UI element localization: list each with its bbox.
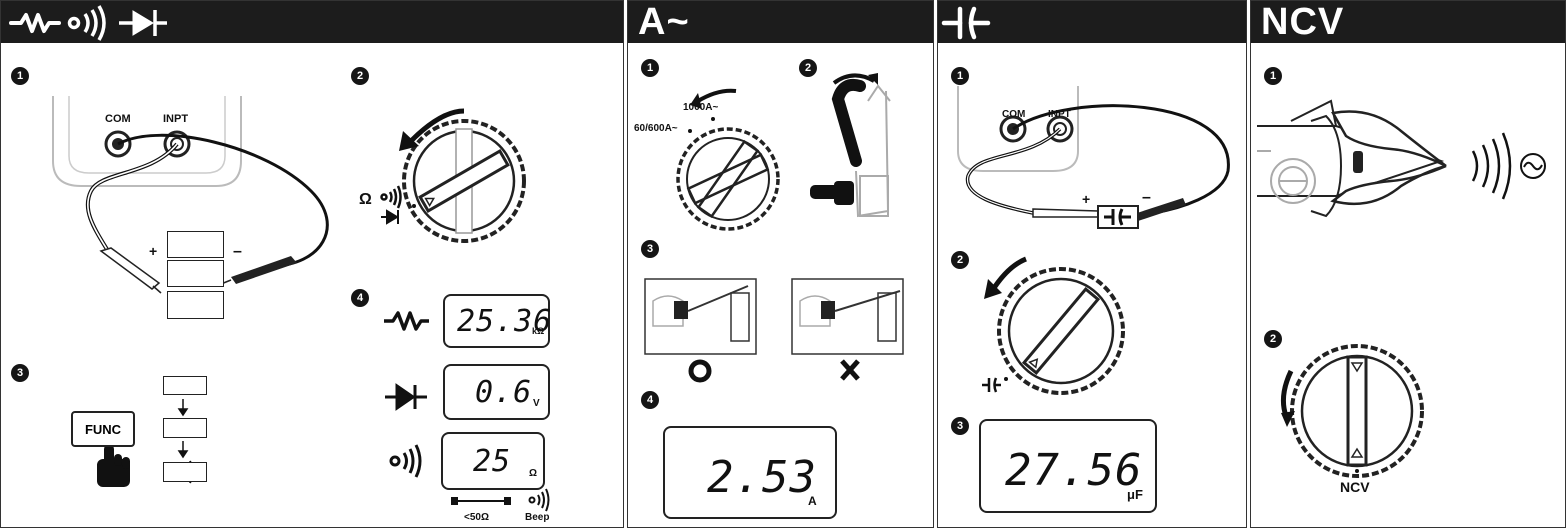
resistance-continuity-diode-title-icons — [9, 5, 167, 41]
lcd-resistance-reading: 25.36 kΩ — [443, 294, 553, 348]
panel-header: A~ — [628, 1, 933, 43]
func-button-label: FUNC — [84, 422, 122, 437]
panel-header — [938, 1, 1246, 43]
step-4-badge: 4 — [351, 289, 369, 307]
panel-ac-current: A~ — [627, 0, 934, 528]
plus-label: + — [1082, 191, 1091, 207]
ac-current-illustration — [644, 73, 904, 383]
com-label: COM — [1002, 109, 1026, 120]
step-1-badge: 1 — [1264, 67, 1282, 85]
step-1-badge: 1 — [951, 67, 969, 85]
lcd-ac-current-reading: 2.53 A — [663, 426, 837, 519]
panel-ncv: NCV — [1250, 0, 1566, 528]
resistance-illustration — [52, 96, 550, 512]
ncv-dial-label: NCV — [1340, 479, 1370, 495]
inpt-label: INPT — [1048, 109, 1071, 120]
lcd-ac-current-value: 2.53 — [707, 452, 817, 503]
lcd-diode-value: 0.6 — [475, 375, 533, 410]
step-3-badge: 3 — [951, 417, 969, 435]
panel-title: A~ — [638, 1, 690, 43]
lcd-resistance-unit: kΩ — [532, 326, 545, 336]
lcd-capacitance-value: 27.56 — [1005, 445, 1143, 496]
minus-label: – — [1142, 189, 1151, 206]
capacitor-title-icon — [941, 6, 991, 40]
step-2-badge: 2 — [1264, 330, 1282, 348]
func-seq-continuity-box — [163, 462, 207, 482]
lcd-ac-current-unit: A — [808, 494, 817, 508]
inpt-label: INPT — [163, 113, 189, 125]
func-seq-resistor-box — [163, 376, 207, 395]
step-1-badge: 1 — [11, 67, 29, 85]
threshold-label: <50Ω — [464, 512, 489, 523]
capacitance-illustration — [957, 86, 1230, 395]
pointing-hand-icon — [810, 181, 854, 205]
step-4-badge: 4 — [641, 391, 659, 409]
com-label: COM — [105, 113, 131, 125]
lcd-diode-reading: 0.6 V — [443, 364, 550, 420]
lcd-continuity-value: 25 — [473, 444, 512, 479]
lcd-capacitance-unit: μF — [1127, 487, 1143, 502]
panel-title: NCV — [1261, 1, 1345, 43]
plus-label: + — [149, 243, 158, 259]
rotary-dial-resistance — [402, 119, 526, 243]
pointing-hand-icon — [97, 444, 130, 487]
panel-header — [1, 1, 623, 43]
step-2-badge: 2 — [351, 67, 369, 85]
panel-capacitance: 1 2 3 COM INPT + – 27.56 μF — [937, 0, 1247, 528]
step-2-badge: 2 — [799, 59, 817, 77]
panel-header: NCV — [1251, 1, 1565, 43]
resistor-symbol-box — [167, 231, 224, 258]
step-3-badge: 3 — [641, 240, 659, 258]
rotary-dial-capacitance — [997, 267, 1125, 395]
lcd-resistance-value: 25.36 — [457, 304, 553, 339]
omega-label: Ω — [359, 191, 372, 208]
ncv-signal-waves-icon — [1471, 132, 1512, 200]
correct-mark-icon — [688, 359, 712, 383]
beep-label: Beep — [525, 512, 550, 523]
diode-symbol-box — [167, 291, 224, 319]
step-3-badge: 3 — [11, 364, 29, 382]
ncv-illustration — [1257, 99, 1546, 478]
lcd-capacitance-reading: 27.56 μF — [979, 419, 1157, 513]
lcd-continuity-unit: Ω — [529, 468, 538, 479]
range-60-600a-label: 60/600A~ — [634, 123, 678, 134]
panel-resistance-continuity-diode: 1 2 3 4 COM INPT + – Ω FUNC 25.36 kΩ 0.6… — [0, 0, 624, 528]
continuity-symbol-box — [167, 260, 224, 287]
minus-label: – — [233, 243, 242, 260]
lcd-diode-unit: V — [533, 398, 540, 409]
step-2-badge: 2 — [951, 251, 969, 269]
wrong-mark-icon — [840, 359, 860, 381]
func-button[interactable]: FUNC — [71, 411, 135, 447]
step-1-badge: 1 — [641, 59, 659, 77]
ac-sine-icon — [1520, 153, 1546, 179]
rotary-dial-ncv — [1290, 344, 1424, 478]
range-1000a-label: 1000A~ — [683, 102, 719, 113]
lcd-continuity-reading: 25 Ω — [441, 432, 545, 490]
func-seq-diode-box — [163, 418, 207, 438]
